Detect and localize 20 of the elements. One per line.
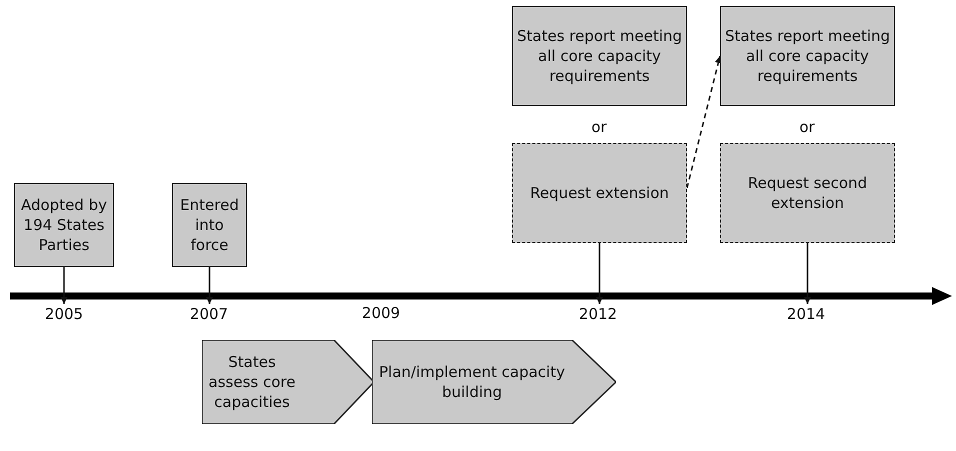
option-box: Request second extension [720,143,895,243]
year-label: 2014 [782,304,830,324]
arrow [206,267,213,304]
year-label: 2009 [362,304,400,322]
dashed-arrow [686,56,722,188]
phase-text: Plan/implement capacity building [378,362,566,402]
arrow [596,243,603,304]
year-label: 2012 [574,304,622,324]
event-box: Adopted by 194 States Parties [14,183,114,267]
event-box: States report meeting all core capacity requirements [720,6,895,106]
option-box: Request extension [512,143,687,243]
year-label: 2007 [185,304,233,324]
year-label: 2005 [40,304,88,324]
arrow [60,267,68,304]
event-box: Entered into force [172,183,247,267]
or-label: or [591,118,607,136]
phase-text: States assess core capacities [208,352,296,412]
or-label: or [799,118,815,136]
arrow [804,243,811,304]
event-box: States report meeting all core capacity requirements [512,6,687,106]
